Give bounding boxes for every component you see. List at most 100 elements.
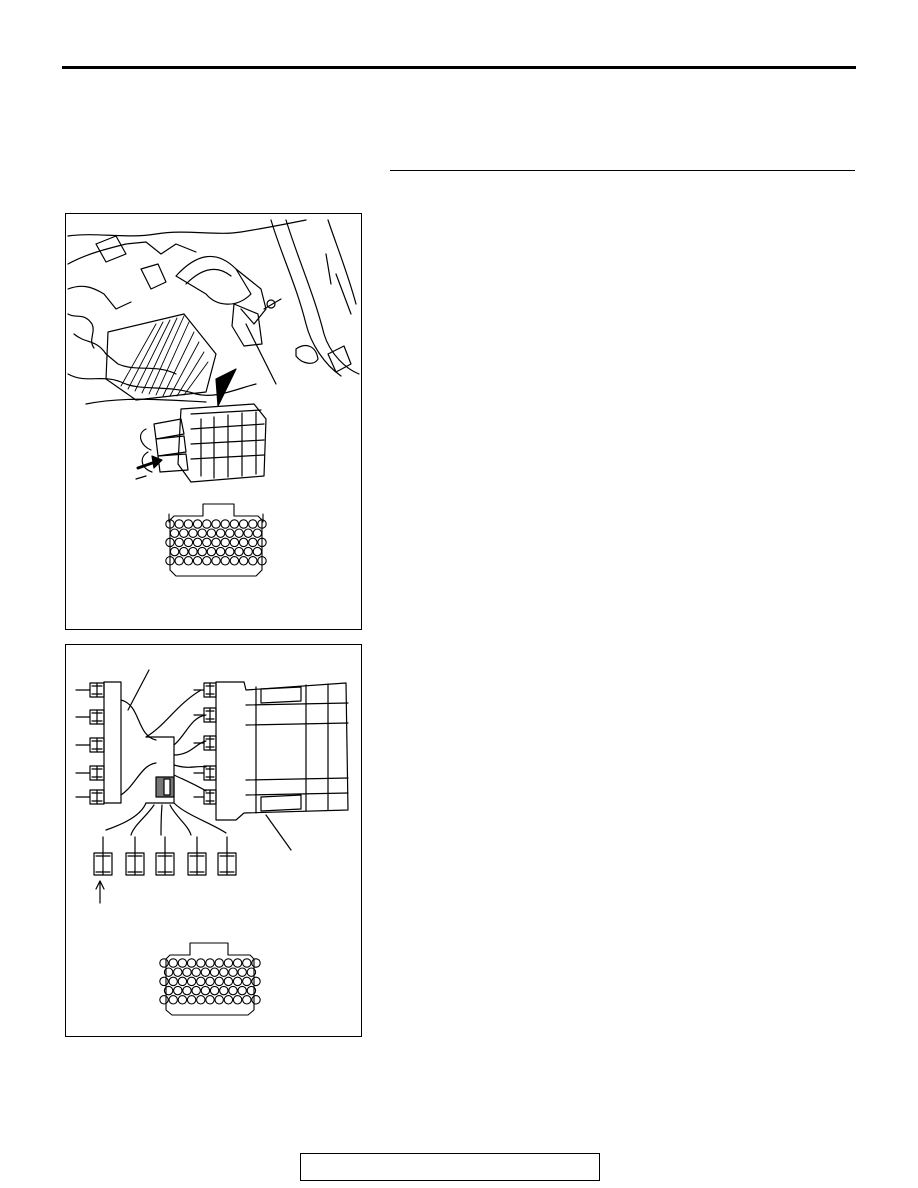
connector-pin: [182, 985, 192, 996]
connector-pin: [186, 995, 197, 1005]
connector-pin: [173, 967, 183, 977]
connector-pin: [229, 556, 240, 566]
connector-pin: [200, 985, 211, 996]
connector-pin: [173, 985, 183, 996]
connector-pin: [183, 556, 194, 566]
harness-plug: [89, 765, 105, 781]
connector-pin: [220, 519, 230, 529]
harness-plug: [89, 682, 105, 698]
connector-pin: [206, 528, 217, 538]
harness-plug: [187, 852, 207, 876]
connector-pin: [174, 556, 184, 566]
connector-pin: [234, 528, 244, 538]
connector-pin: [252, 528, 263, 538]
connector-pin: [188, 528, 198, 538]
connector-pin: [211, 519, 221, 529]
connector-pin: [248, 556, 258, 566]
connector-pin: [186, 958, 197, 968]
connector-pin: [246, 967, 257, 977]
connector-pin: [232, 995, 243, 1005]
connector-pin: [196, 976, 206, 987]
connector-pin: [206, 546, 217, 557]
connector-pin: [257, 537, 267, 548]
connector-pin: [177, 995, 188, 1005]
connector-pin: [251, 958, 261, 968]
connector-pin: [183, 537, 194, 548]
connector-pin: [179, 528, 189, 538]
connector-pin: [223, 976, 234, 987]
connector-pin: [168, 995, 178, 1005]
connector-pin: [165, 556, 175, 566]
connector-pin: [177, 958, 188, 968]
connector-pin: [238, 537, 249, 548]
connector-pin: [219, 985, 229, 996]
connector-pin: [169, 528, 180, 538]
connector-pin: [246, 985, 257, 996]
harness-plug: [203, 682, 217, 698]
connector-pin: [214, 958, 224, 968]
connector-pin: [242, 995, 252, 1005]
connector-pin: [243, 528, 253, 538]
connector-pin: [257, 556, 267, 566]
connector-pin: [163, 967, 174, 977]
connector-pin: [215, 546, 226, 557]
connector-pin: [237, 985, 247, 996]
connector-pin: [214, 995, 224, 1005]
connector-pin: [242, 976, 252, 987]
connector-pin: [196, 995, 206, 1005]
connector-pin: [169, 546, 180, 557]
connector-pin: [159, 995, 169, 1005]
engine-bay-illustration: [67, 219, 360, 577]
connector-pin: [159, 958, 169, 968]
connector-pin: [209, 967, 220, 977]
harness-plug: [155, 852, 175, 876]
connector-pin: [196, 958, 206, 968]
connector-pin: [177, 976, 188, 987]
ecm-connector-drawing: [135, 403, 267, 483]
connector-pin: [229, 519, 240, 529]
figure-engine-bay: [65, 213, 362, 630]
connector-pin: [220, 537, 230, 548]
connector-pin: [243, 546, 253, 557]
connector-pin: [192, 537, 203, 548]
probe-arrow-icon: [95, 880, 105, 904]
connector-pin: [165, 519, 175, 529]
connector-pin: [209, 985, 220, 996]
connector-pin: [163, 985, 174, 996]
harness-plug: [89, 789, 105, 805]
connector-pin: [186, 976, 197, 987]
connector-pin: [179, 546, 189, 557]
connector-pin: [219, 967, 229, 977]
connector-pin: [192, 519, 203, 529]
connector-pin: [234, 546, 244, 557]
harness-plug: [203, 707, 217, 723]
connector-pin: [168, 958, 178, 968]
connector-pin: [183, 519, 194, 529]
connector-pin: [225, 528, 235, 538]
connector-pin: [237, 967, 247, 977]
connector-pin: [202, 537, 212, 548]
connector-pin: [211, 537, 221, 548]
connector-pin: [165, 537, 175, 548]
bottom-connector-row: [93, 836, 237, 876]
harness-plug: [93, 852, 113, 876]
connector-face-diagram: [159, 942, 261, 1016]
connector-pin: [232, 976, 243, 987]
leader-line: [127, 669, 150, 711]
connector-pin: [223, 958, 234, 968]
connector-pin: [159, 976, 169, 987]
connector-pin: [192, 556, 203, 566]
connector-pin: [168, 976, 178, 987]
connector-pin: [252, 546, 263, 557]
pointer-wedge-icon: [215, 368, 237, 407]
connector-pin: [174, 519, 184, 529]
connector-pin: [215, 528, 226, 538]
right-connector-block: [193, 681, 349, 851]
harness-plug: [217, 852, 237, 876]
connector-pin: [248, 537, 258, 548]
connector-pin: [229, 537, 240, 548]
engine-compartment-drawing: [67, 219, 360, 405]
connector-pin: [242, 958, 252, 968]
footer-box: [300, 1153, 600, 1181]
connector-pin: [197, 546, 207, 557]
